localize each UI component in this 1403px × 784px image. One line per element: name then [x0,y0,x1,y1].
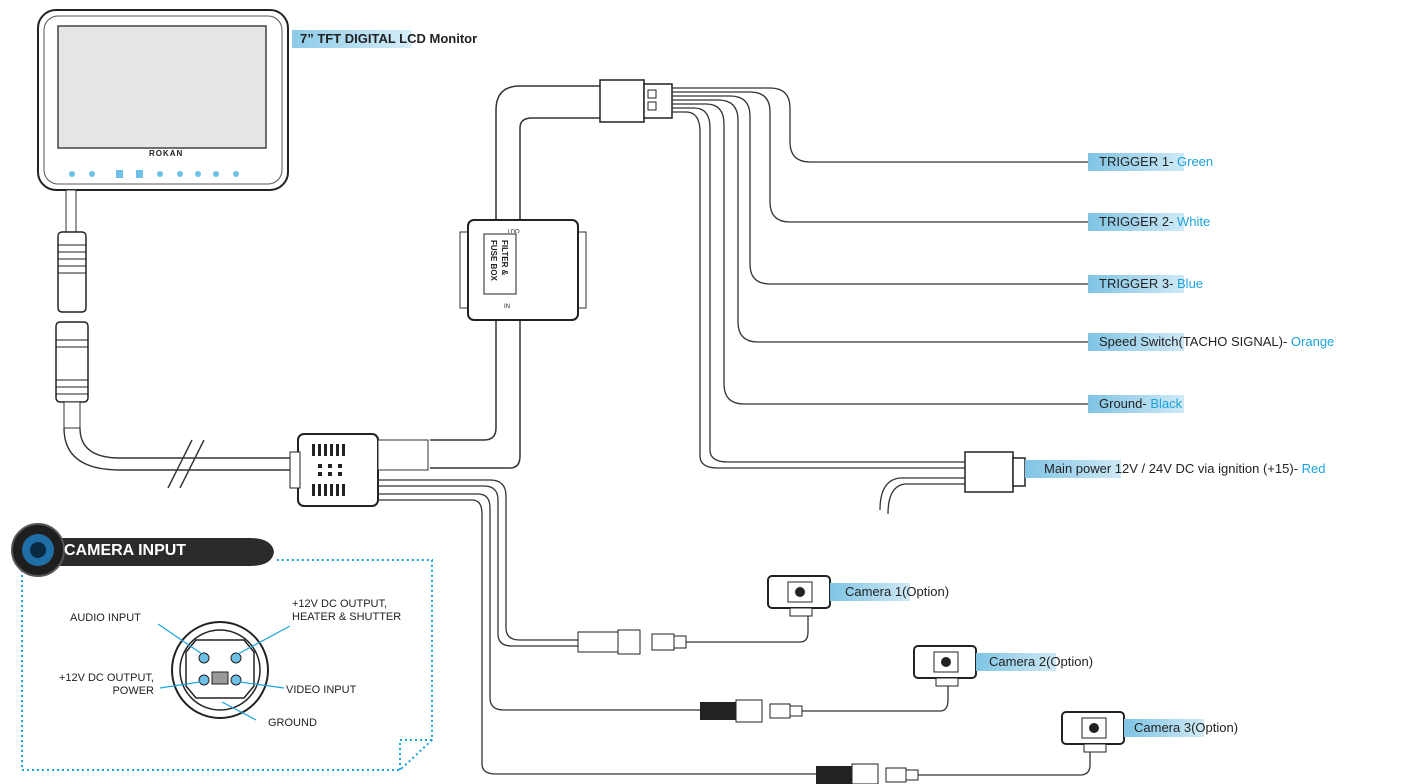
pin-video-input: VIDEO INPUT [286,684,357,696]
wire-color: Green [1177,154,1214,169]
wire-color: White [1177,214,1211,229]
camera-wires [378,479,816,775]
wire-tag-4 [1088,333,1184,351]
trunk-cable [430,85,600,469]
camera-2 [913,645,977,687]
camera-suffix: (Option) [902,584,950,599]
wire-label-trigger-1: TRIGGER 1- Green [1099,153,1213,171]
camera-2-plug [700,680,949,723]
camera-name: Camera 3 [1134,720,1192,735]
camera-2-tag [976,653,1056,671]
camera-name: Camera 2 [989,654,1047,669]
monitor-brand: ROKAN [149,149,184,158]
filter-box-out: OUT [507,227,520,233]
wire-color: Blue [1177,276,1204,291]
filter-box [459,219,587,321]
wire-label-main-power: Main power 12V / 24V DC via ignition (+1… [1044,460,1325,478]
wire-label-ground: Ground- Black [1099,395,1182,413]
multi-pin-connector [599,79,673,123]
wire-color: Orange [1290,334,1335,349]
monitor-cable [63,427,300,489]
wire-color: Black [1150,396,1183,411]
wire-name: Main power 12V / 24V DC via ignition (+1… [1044,461,1302,476]
pin-ground: GROUND [268,717,317,729]
camera-suffix: (Option) [1191,720,1239,735]
wire-name: TRIGGER 1- [1099,154,1178,169]
camera-1-plug [577,612,809,655]
camera-name: Camera 1 [845,584,903,599]
wire-name: TRIGGER 2- [1099,214,1178,229]
wire-label-speed-switch: Speed Switch(TACHO SIGNAL)- Orange [1099,333,1334,351]
wire-name: Ground- [1099,396,1151,411]
filter-box-label-2: FUSE BOX [489,240,498,281]
wire-tag-2 [1088,213,1184,231]
wire-name: TRIGGER 3- [1099,276,1178,291]
pin-heater-1: +12V DC OUTPUT, [292,598,388,610]
camera-2-label: Camera 2(Option) [989,653,1093,671]
camera-1-tag [830,583,910,601]
camera-1 [767,575,831,617]
camera-suffix: (Option) [1046,654,1094,669]
hub-connector [289,433,429,507]
output-wires [672,87,1090,515]
wire-tag-6 [1025,460,1121,478]
monitor-label-tag [292,30,412,48]
wire-name: Speed Switch(TACHO SIGNAL)- [1099,334,1291,349]
filter-box-label-1: FILTER & [500,240,509,276]
filter-box-in: IN [504,304,510,310]
power-connector [964,451,1026,493]
wire-tag-5 [1088,395,1184,413]
wire-tag-3 [1088,275,1184,293]
camera-3-label: Camera 3(Option) [1134,719,1238,737]
wire-label-trigger-2: TRIGGER 2- White [1099,213,1210,231]
camera-3 [1061,711,1125,753]
wire-label-trigger-3: TRIGGER 3- Blue [1099,275,1203,293]
monitor [37,9,289,429]
pin-audio-input: AUDIO INPUT [70,612,141,624]
pin-power-2: POWER [112,685,154,697]
camera-3-plug [816,750,1091,784]
monitor-label: 7” TFT DIGITAL LCD Monitor [300,31,478,46]
pin-heater-2: HEATER & SHUTTER [292,611,402,623]
wire-color: Red [1301,461,1326,476]
camera-1-label: Camera 1(Option) [845,583,949,601]
wire-tag-1 [1088,153,1184,171]
camera-input-panel [11,523,433,771]
camera-input-title: CAMERA INPUT [64,542,187,559]
camera-3-tag [1124,719,1204,737]
pin-power-1: +12V DC OUTPUT, [58,672,154,684]
